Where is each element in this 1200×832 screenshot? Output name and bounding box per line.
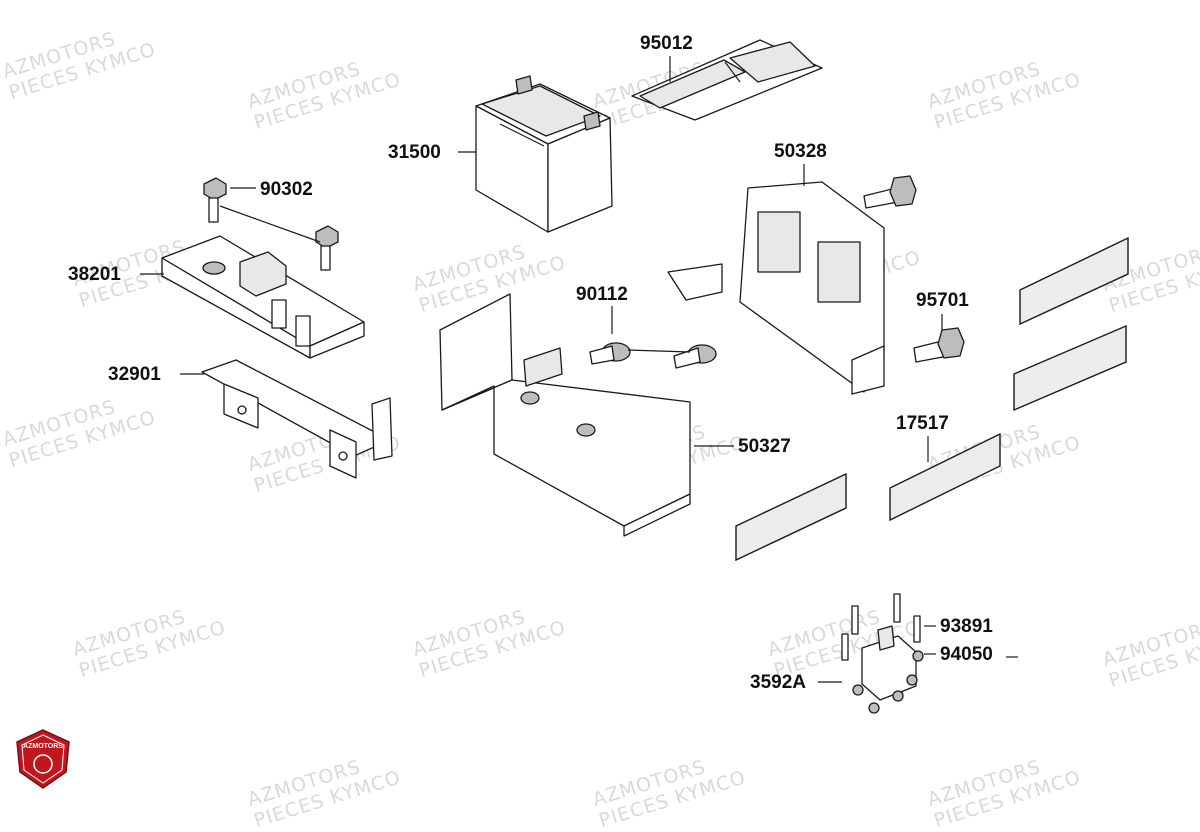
- svg-text:AZMOTORS: AZMOTORS: [23, 743, 63, 750]
- parts-drawing: [140, 39, 1129, 714]
- holder-plate-part: [201, 359, 393, 479]
- part-label-94050: 94050: [940, 644, 993, 665]
- part-label-32901: 32901: [108, 364, 161, 385]
- flange-bolts-90302: [203, 177, 339, 271]
- battery-bracket-part: [667, 181, 885, 395]
- azmotors-logo: AZMOTORS: [16, 729, 70, 789]
- part-label-50327: 50327: [738, 436, 791, 457]
- bracket-bolt: [863, 175, 917, 209]
- part-label-50328: 50328: [774, 141, 827, 162]
- part-label-3592A: 3592A: [750, 672, 806, 693]
- battery-part: [475, 75, 613, 233]
- foam-pads-17517: [735, 236, 1129, 562]
- part-label-17517: 17517: [896, 413, 949, 434]
- part-label-90112: 90112: [576, 284, 628, 305]
- relay-holder-part: [161, 235, 365, 359]
- part-label-31500: 31500: [388, 142, 441, 163]
- starter-relay-3592A: [841, 593, 924, 714]
- part-label-90302: 90302: [260, 179, 313, 200]
- part-label-95701: 95701: [916, 290, 969, 311]
- part-label-95012: 95012: [640, 33, 693, 54]
- part-label-93891: 93891: [940, 616, 993, 637]
- leader-lines: [140, 56, 1018, 683]
- bolt-95701: [913, 327, 965, 363]
- screws-90112: [589, 342, 717, 369]
- battery-case-part: [439, 293, 691, 537]
- battery-strap-part: [631, 39, 823, 121]
- part-label-38201: 38201: [68, 264, 121, 285]
